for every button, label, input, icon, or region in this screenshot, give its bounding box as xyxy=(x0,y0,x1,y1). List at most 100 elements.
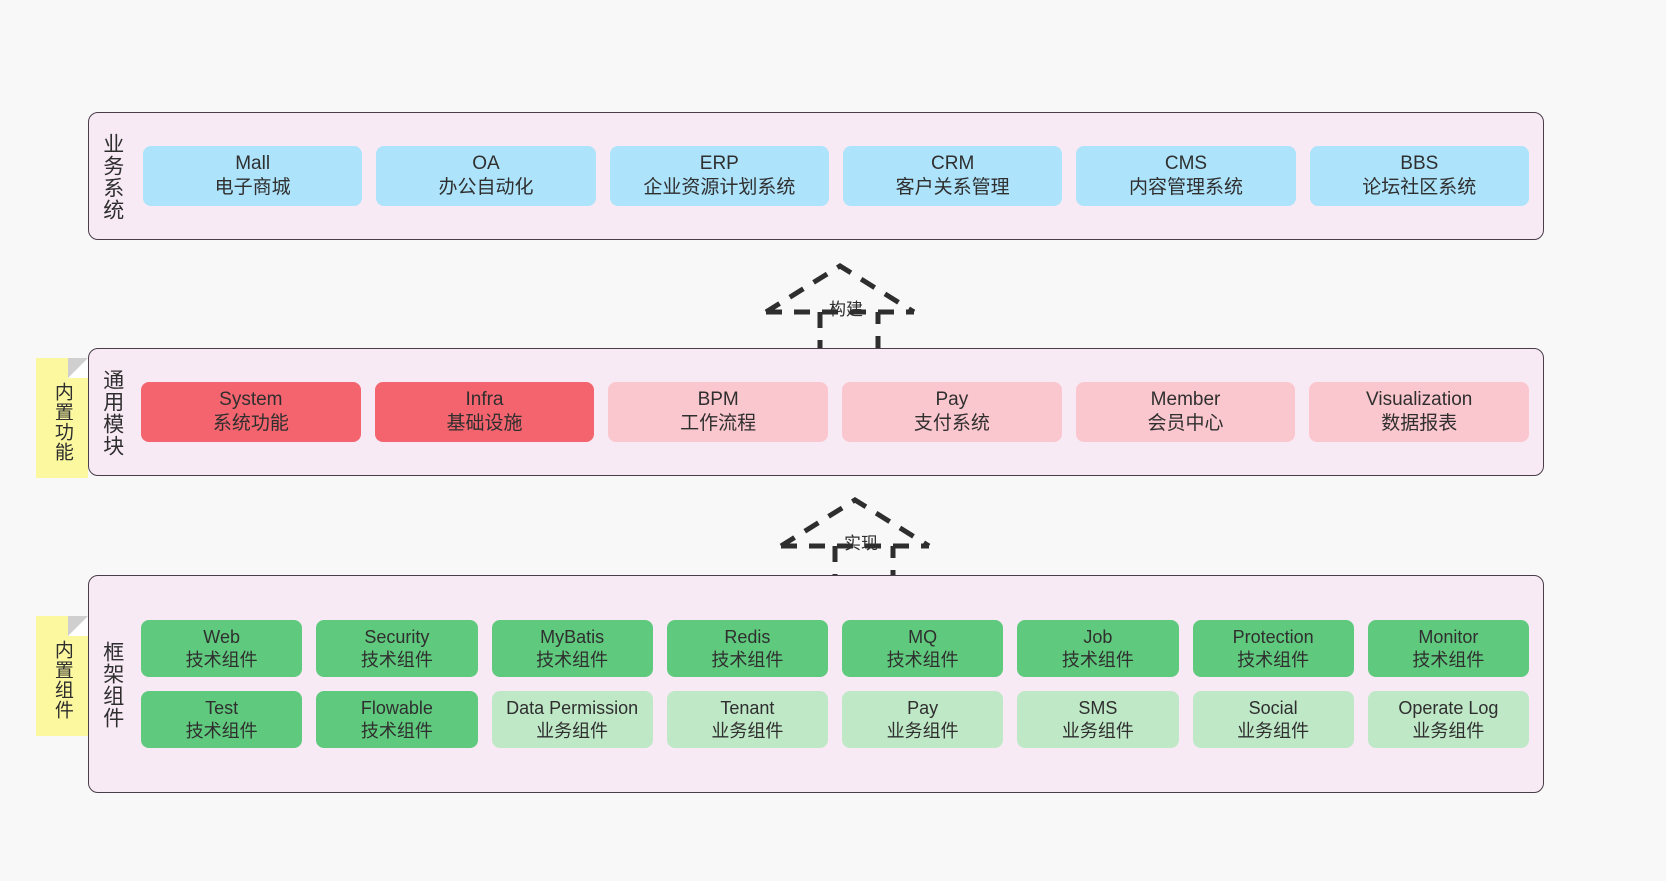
card-subtitle-cn: 业务组件 xyxy=(1061,720,1134,741)
card-title-en: ERP xyxy=(699,153,739,175)
card-subtitle-cn: 业务组件 xyxy=(886,720,959,741)
card-title-en: Test xyxy=(205,698,239,718)
card-title-en: Data Permission xyxy=(506,698,639,718)
card-title-en: Redis xyxy=(724,627,771,647)
card-subtitle-cn: 技术组件 xyxy=(185,649,258,670)
card-subtitle-cn: 办公自动化 xyxy=(438,177,534,198)
card-subtitle-cn: 论坛社区系统 xyxy=(1362,177,1477,198)
card-title-en: CMS xyxy=(1164,153,1208,175)
card-title-en: Job xyxy=(1083,627,1113,647)
arrow-implement: 实现 xyxy=(775,492,935,589)
card-title-en: System xyxy=(219,389,283,411)
card-title-en: BPM xyxy=(697,389,739,411)
arrow-implement-label: 实现 xyxy=(844,534,878,553)
card-title-en: Pay xyxy=(907,698,939,718)
card-subtitle-cn: 工作流程 xyxy=(680,413,757,434)
card-title-en: Operate Log xyxy=(1398,698,1499,718)
sticky-note-label: 内置功能 xyxy=(51,382,73,462)
card-subtitle-cn: 数据报表 xyxy=(1381,413,1458,434)
card-title-en: BBS xyxy=(1400,153,1439,175)
card-subtitle-cn: 技术组件 xyxy=(1412,649,1485,670)
card-subtitle-cn: 客户关系管理 xyxy=(895,177,1010,198)
card-subtitle-cn: 企业资源计划系统 xyxy=(643,177,796,198)
sticky-note-builtin-functions: 内置功能 xyxy=(36,358,88,478)
card-subtitle-cn: 技术组件 xyxy=(886,649,959,670)
card-title-en: Member xyxy=(1150,389,1221,411)
card-subtitle-cn: 技术组件 xyxy=(1237,649,1310,670)
card-title-en: Mall xyxy=(235,153,271,175)
card-title-en: OA xyxy=(472,153,500,175)
layer-title-framework: 框架组件 xyxy=(100,641,124,729)
arrow-build: 构建 xyxy=(760,258,920,355)
card-title-en: Flowable xyxy=(360,698,433,718)
card-title-en: Monitor xyxy=(1418,627,1479,647)
card-subtitle-cn: 业务组件 xyxy=(711,720,784,741)
card-title-en: Web xyxy=(203,627,240,647)
card-title-en: MQ xyxy=(908,627,938,647)
card-subtitle-cn: 技术组件 xyxy=(360,720,433,741)
arrow-build-label: 构建 xyxy=(829,300,863,319)
card-title-en: Infra xyxy=(465,389,504,411)
card-subtitle-cn: 支付系统 xyxy=(913,413,990,434)
card-title-en: Tenant xyxy=(720,698,775,718)
card-subtitle-cn: 技术组件 xyxy=(536,649,609,670)
note-fold-corner-icon xyxy=(68,358,88,378)
card-subtitle-cn: 内容管理系统 xyxy=(1128,177,1243,198)
card-subtitle-cn: 技术组件 xyxy=(360,649,433,670)
card-title-en: Pay xyxy=(935,389,969,411)
card-title-en: SMS xyxy=(1078,698,1118,718)
card-subtitle-cn: 技术组件 xyxy=(185,720,258,741)
card-title-en: CRM xyxy=(931,153,975,175)
card-title-en: Visualization xyxy=(1366,389,1473,411)
card-subtitle-cn: 会员中心 xyxy=(1147,413,1224,434)
card-subtitle-cn: 技术组件 xyxy=(711,649,784,670)
card-subtitle-cn: 业务组件 xyxy=(1412,720,1485,741)
card-title-en: Protection xyxy=(1232,627,1314,647)
card-subtitle-cn: 基础设施 xyxy=(446,413,523,434)
sticky-note-label: 内置组件 xyxy=(51,640,73,720)
card-subtitle-cn: 业务组件 xyxy=(1237,720,1310,741)
layer-title-business: 业务系统 xyxy=(100,133,124,221)
layer-title-common: 通用模块 xyxy=(100,369,124,457)
card-subtitle-cn: 技术组件 xyxy=(1061,649,1134,670)
note-fold-corner-icon xyxy=(68,616,88,636)
